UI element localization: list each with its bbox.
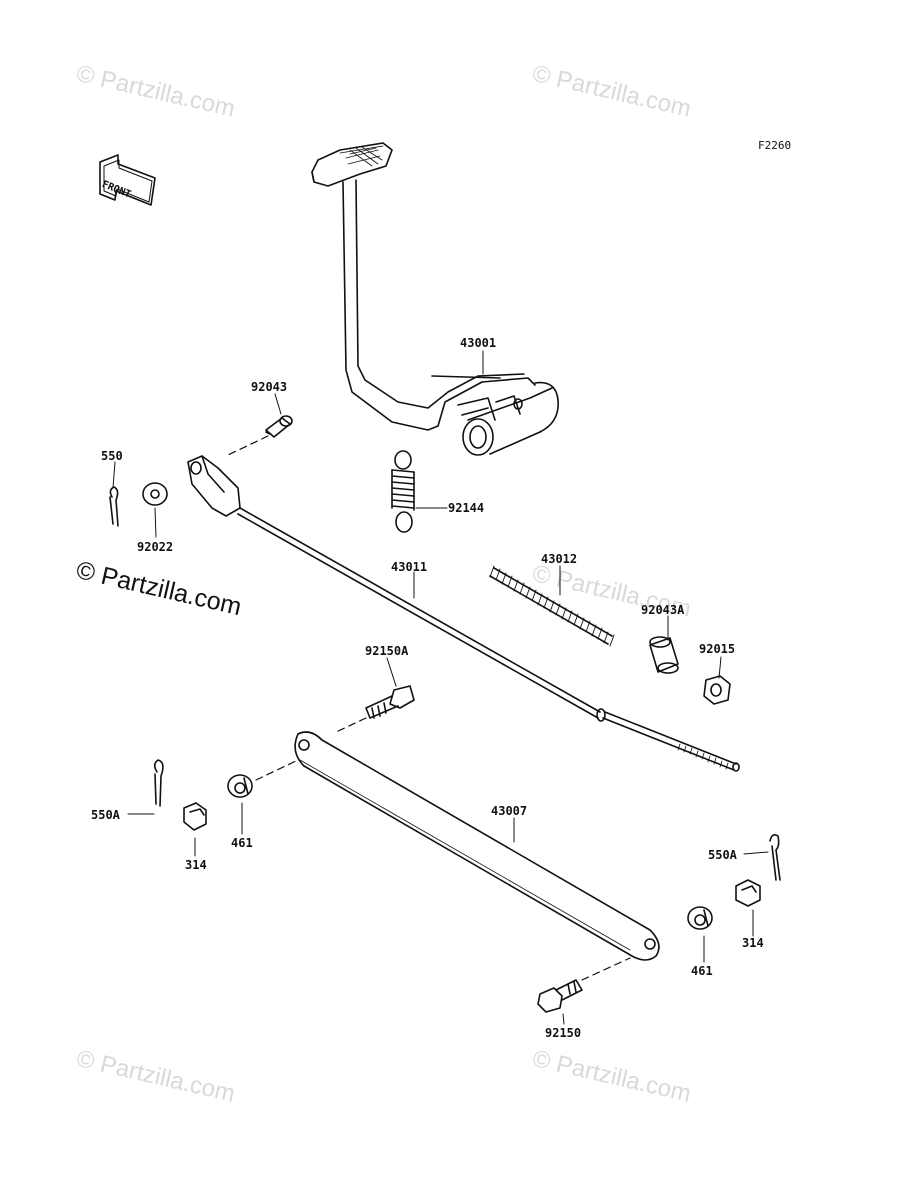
nut-314-left-drawing [183,802,207,831]
part-label-314-right: 314 [742,936,764,950]
link-rod-43007-drawing [294,731,660,961]
clevis-pin-92043-drawing [265,415,293,438]
cotter-pin-550A-right-drawing [769,834,781,881]
washer-92022-drawing [142,482,168,506]
joint-92043A-drawing [649,636,679,674]
part-label-550A-left: 550A [91,808,120,822]
part-label-43011: 43011 [391,560,428,574]
part-label-92150: 92150 [545,1026,582,1040]
part-label-92043: 92043 [251,380,288,394]
part-label-92043A: 92043A [641,603,685,617]
brake-pedal-drawing [311,142,559,456]
cotter-pin-550A-left-drawing [153,759,164,807]
cotter-pin-550-drawing [109,486,119,527]
brake-rod-43011-drawing [187,455,740,772]
bolt-92150-drawing [537,979,583,1013]
part-label-43007: 43007 [491,804,528,818]
part-label-461-left: 461 [231,836,253,850]
spring-92144-drawing [391,450,415,533]
part-label-314-left: 314 [185,858,207,872]
lock-washer-461-right-drawing [687,906,713,930]
part-label-92144: 92144 [448,501,485,515]
lock-washer-461-left-drawing [227,774,253,798]
part-label-550A-right: 550A [708,848,737,862]
part-label-461-right: 461 [691,964,713,978]
spring-43012-drawing [489,565,615,647]
part-label-92150A: 92150A [365,644,409,658]
part-label-43012: 43012 [541,552,578,566]
part-label-43001: 43001 [460,336,497,350]
part-label-92015: 92015 [699,642,736,656]
bolt-92150A-drawing [365,685,415,719]
figure-code: F2260 [758,139,792,152]
nut-314-right-drawing [735,879,761,907]
front-arrow-icon [99,154,156,206]
part-label-92022: 92022 [137,540,174,554]
nut-92015-drawing [703,675,731,705]
part-label-550: 550 [101,449,123,463]
